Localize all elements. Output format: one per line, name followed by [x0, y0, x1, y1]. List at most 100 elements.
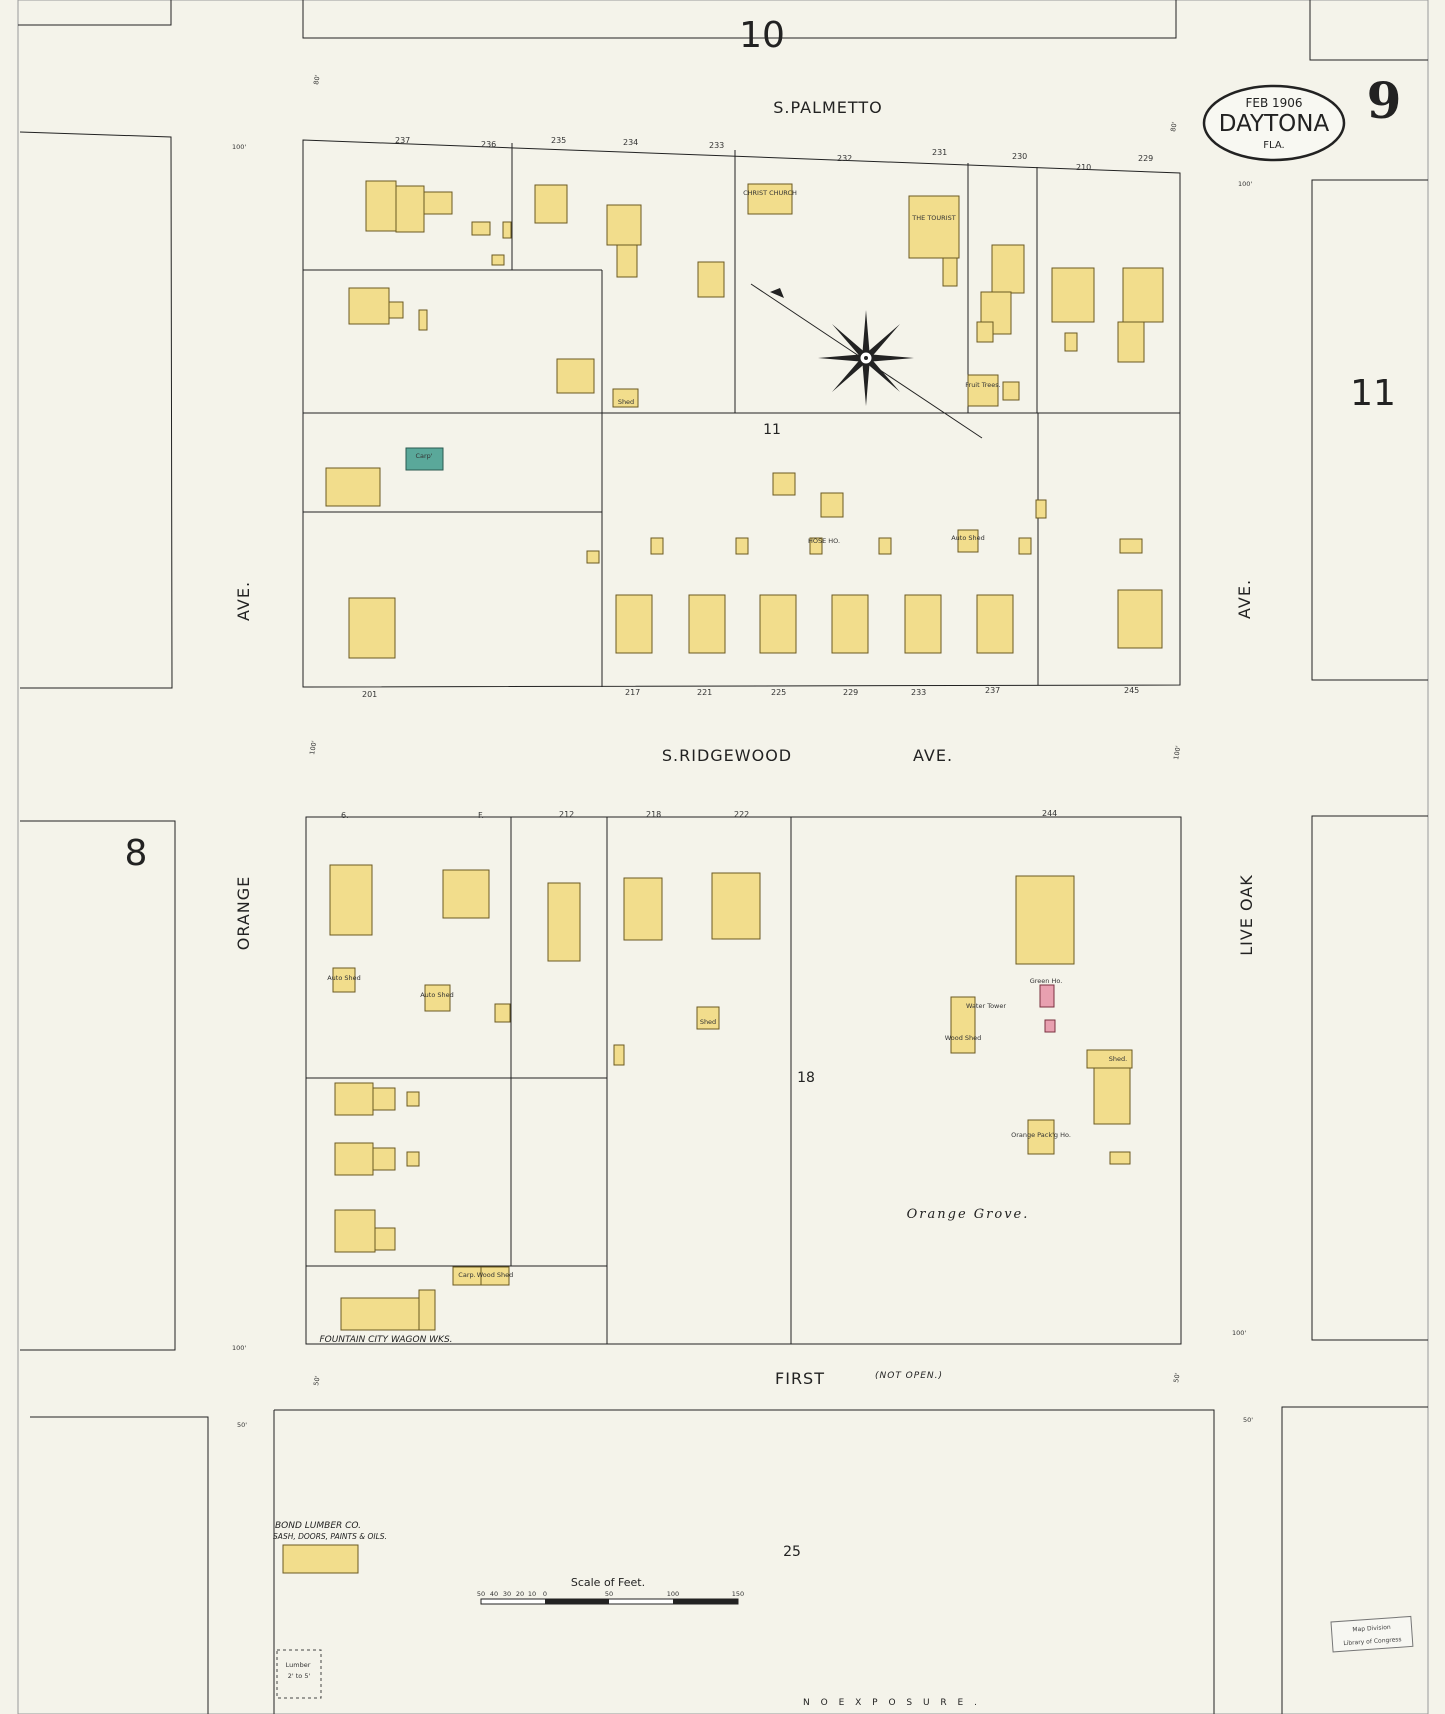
title-cartouche: FEB 1906 DAYTONA FLA. — [1202, 84, 1346, 162]
hose-house-box — [772, 472, 796, 496]
south-block: 18 — [305, 816, 1182, 1345]
privy — [650, 537, 664, 555]
shed — [612, 388, 639, 408]
width-label: 80' — [1169, 121, 1179, 133]
house-number: 234 — [623, 138, 638, 147]
label-wood-shed: Wood Shed — [945, 1034, 982, 1042]
outbuilding — [1002, 381, 1020, 401]
north-block: 11 — [302, 139, 1181, 688]
house-numbers-ridgewood: 201 217 221 225 229 233 237 245 6. F. 21… — [341, 686, 1139, 820]
scale-tick: 50 — [605, 1590, 613, 1598]
street-live-oak-ave: AVE. — [1235, 579, 1254, 619]
south-buildings — [329, 864, 1133, 1331]
outbuilding — [1109, 1151, 1131, 1165]
house-number: 236 — [481, 140, 496, 149]
label-auto-shed-3: Auto Shed — [420, 991, 454, 999]
title-state: FLA. — [1263, 140, 1284, 151]
house-number: 230 — [1012, 152, 1027, 161]
scale-tick: 10 — [528, 1590, 536, 1598]
orange-packing-house — [1027, 1119, 1055, 1155]
house-number: 233 — [709, 141, 724, 150]
stamp-line-2: Library of Congress — [1343, 1636, 1402, 1647]
label-shed-3: Shed. — [1109, 1055, 1127, 1063]
width-label: 80' — [312, 74, 322, 86]
label-fruit-trees: Fruit Trees. — [965, 381, 1000, 389]
outbuilding — [613, 1044, 625, 1066]
street-labels: S.PALMETTO S.RIDGEWOOD AVE. AVE. ORANGE … — [234, 98, 1256, 1388]
cottage-229 — [831, 594, 869, 654]
width-label: 50' — [312, 1375, 322, 1387]
adjacent-sheet-west: 8 — [125, 833, 148, 874]
auto-shed — [957, 529, 979, 553]
cottage-221 — [688, 594, 726, 654]
dwelling — [329, 864, 373, 936]
dwelling — [365, 180, 397, 232]
label-shed: Shed — [618, 398, 634, 406]
width-label: 50' — [237, 1421, 247, 1429]
width-label: 100' — [1172, 745, 1182, 761]
dwelling — [697, 261, 725, 298]
dwelling — [348, 597, 396, 659]
house-number: 235 — [551, 136, 566, 145]
dwelling-annex — [1117, 321, 1145, 363]
building-labels: CHRIST CHURCH THE TOURIST Shed Carp' Aut… — [273, 189, 1127, 1708]
house-numbers-palmetto: 237 236 235 234 233 232 231 230 210 229 — [395, 136, 1153, 172]
house-number: 210 — [1076, 163, 1091, 172]
carpenter-shop — [405, 447, 444, 471]
label-lumber-sub: 2' to 5' — [288, 1672, 311, 1680]
bond-lumber-bldg — [282, 1544, 359, 1574]
auto-shed — [424, 984, 451, 1012]
street-widths: 80' 80' 100' 100' 100' 100' 100' 100' 50… — [232, 74, 1253, 1429]
scale-tick: 50 — [477, 1590, 485, 1598]
label-tourist: THE TOURIST — [911, 214, 955, 222]
christ-church — [747, 183, 793, 215]
street-first-note: (NOT OPEN.) — [875, 1371, 943, 1381]
label-christ-church: CHRIST CHURCH — [743, 189, 797, 197]
street-orange-ave: AVE. — [234, 581, 253, 621]
dwelling — [334, 1209, 376, 1253]
privy — [809, 537, 823, 555]
width-label: 100' — [308, 740, 318, 756]
house-number: 232 — [837, 154, 852, 163]
house-number: 229 — [843, 688, 858, 697]
orange-shed — [1093, 1067, 1131, 1125]
cottage-225 — [759, 594, 797, 654]
outbuilding — [1119, 538, 1143, 554]
dwelling — [606, 204, 642, 246]
outbuilding — [1035, 499, 1047, 519]
dwelling — [1015, 875, 1075, 965]
bottom-buildings: 25 — [276, 1544, 801, 1699]
width-label: 100' — [1232, 1329, 1246, 1337]
block-number-north: 11 — [763, 422, 781, 438]
dwelling — [534, 184, 568, 224]
dwelling — [547, 882, 581, 962]
house-number: 222 — [734, 810, 749, 819]
label-water-tower: Water Tower — [966, 1002, 1006, 1010]
label-bond-lumber: BOND LUMBER CO. — [275, 1521, 361, 1531]
dwelling — [1051, 267, 1095, 323]
outbuilding — [418, 309, 428, 331]
scale-bar: Scale of Feet. 50 40 30 20 10 0 50 100 1… — [477, 1576, 744, 1605]
dwelling — [325, 467, 381, 507]
street-ridgewood: S.RIDGEWOOD — [662, 746, 792, 765]
outbuilding — [586, 550, 600, 564]
cottage-row — [615, 537, 1032, 654]
house-number: 231 — [932, 148, 947, 157]
house-number: 201 — [362, 690, 377, 699]
dwelling-annex — [374, 1227, 396, 1251]
north-buildings — [325, 180, 1164, 659]
width-label: 100' — [232, 143, 246, 151]
width-label: 100' — [1238, 180, 1252, 188]
street-live-oak: LIVE OAK — [1237, 874, 1256, 956]
title-date: FEB 1906 — [1245, 96, 1302, 110]
house-number: 245 — [1124, 686, 1139, 695]
north-arrow — [750, 283, 983, 439]
street-orange: ORANGE — [234, 876, 253, 950]
lumber-pile — [276, 1649, 322, 1699]
width-label: 50' — [1172, 1372, 1182, 1384]
scale-title: Scale of Feet. — [571, 1576, 645, 1589]
outbuilding — [471, 221, 491, 236]
dwelling — [1117, 589, 1163, 649]
scale-tick: 30 — [503, 1590, 511, 1598]
elevated-water-tank — [820, 492, 844, 518]
